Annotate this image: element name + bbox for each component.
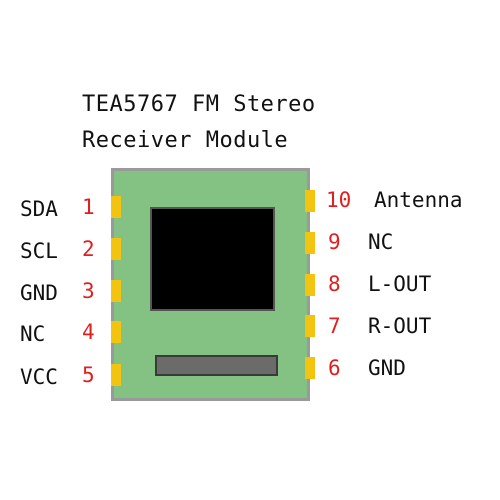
pin-8-number: 8: [328, 272, 341, 296]
pin-8-label: L-OUT: [368, 272, 432, 296]
pin-10-label: Antenna: [374, 188, 463, 212]
pad-pin-2: [111, 238, 121, 260]
pin-7-label: R-OUT: [368, 314, 432, 338]
pin-3-label: GND: [20, 281, 58, 305]
pin-1-label: SDA: [20, 197, 58, 221]
title-line-2: Receiver Module: [82, 128, 289, 153]
ic-chip: [150, 207, 275, 311]
pin-1-number: 1: [82, 195, 95, 219]
pad-pin-4: [111, 321, 121, 343]
pad-pin-3: [111, 280, 121, 302]
pin-7-number: 7: [328, 314, 341, 338]
pin-10-number: 10: [326, 188, 352, 212]
pad-pin-1: [111, 196, 121, 218]
title-line-1: TEA5767 FM Stereo: [82, 92, 316, 117]
pin-5-number: 5: [82, 363, 95, 387]
pad-pin-7: [305, 315, 315, 337]
pin-5-label: VCC: [20, 365, 58, 389]
pin-6-label: GND: [368, 356, 406, 380]
pin-3-number: 3: [82, 279, 95, 303]
pin-2-label: SCL: [20, 239, 58, 263]
pad-pin-5: [111, 364, 121, 386]
pin-9-number: 9: [328, 230, 341, 254]
pad-pin-9: [305, 232, 315, 254]
pin-4-label: NC: [20, 322, 46, 346]
pin-4-number: 4: [82, 320, 95, 344]
pad-pin-6: [305, 357, 315, 379]
pad-pin-10: [305, 190, 315, 212]
pin-9-label: NC: [368, 230, 394, 254]
pad-pin-8: [305, 274, 315, 296]
pin-6-number: 6: [328, 356, 341, 380]
connector-slot: [155, 355, 278, 376]
pin-2-number: 2: [82, 237, 95, 261]
